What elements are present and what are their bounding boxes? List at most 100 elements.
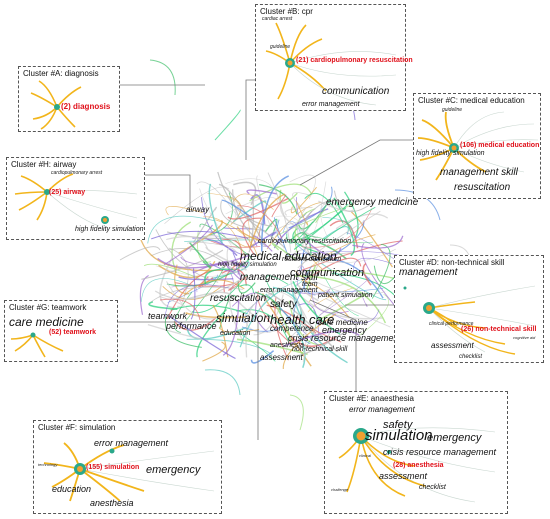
network-arc [301, 208, 373, 248]
cluster-g-graph [10, 332, 64, 358]
network-arc [329, 220, 359, 249]
cluster-h-label: cardiopulmonary arrest [51, 170, 103, 176]
network-arc [196, 181, 240, 220]
network-arc [236, 338, 308, 356]
network-arc [147, 215, 215, 244]
network-arc [204, 369, 241, 396]
network-arc [350, 211, 393, 268]
center-keyword: performance [166, 321, 217, 331]
cluster-h-highlight: (25) airway [49, 189, 86, 196]
cluster-b-label: guideline [270, 44, 291, 50]
network-arc [295, 288, 384, 293]
cluster-c-label: resuscitation [454, 182, 511, 193]
cluster-e-label: checklist [419, 484, 446, 491]
network-arc [319, 277, 370, 316]
network-arc [267, 172, 292, 253]
network-arc [371, 243, 391, 299]
connector-lines [118, 79, 413, 440]
network-arc [220, 239, 242, 268]
cluster-e-label: challenge [331, 487, 349, 492]
network-arcs [119, 59, 472, 441]
network-arc [164, 186, 230, 224]
network-arc [306, 264, 317, 290]
cluster-c-title: Cluster #C: medical education [418, 96, 525, 105]
cluster-d-label: assessment [431, 341, 474, 350]
center-keyword: resuscitation [210, 293, 267, 304]
network-arc [317, 250, 325, 266]
network-arc [256, 175, 271, 226]
center-keyword: airway [186, 205, 210, 214]
network-arc [168, 315, 236, 360]
network-arc [221, 268, 247, 286]
cluster-c-label: high fidelity simulation [416, 150, 485, 157]
cluster-f-title: Cluster #F: simulation [38, 423, 116, 432]
cluster-f-label: technology [38, 462, 58, 467]
network-arc [241, 310, 288, 334]
network-arc [157, 254, 250, 269]
network-arc [309, 280, 353, 297]
network-arc [155, 229, 219, 283]
network-arc [225, 196, 279, 215]
network-arc [301, 240, 403, 271]
center-keyword: education [220, 330, 251, 337]
cluster-b-box: Cluster #B: cpr cardiac arrest guideline… [255, 4, 413, 111]
network-arc [275, 290, 307, 362]
network-arc [188, 242, 212, 269]
network-arc [233, 193, 274, 210]
cluster-d-label: cognitive aid [513, 335, 536, 340]
cluster-e-box: Cluster #E: anaesthesia error management… [324, 391, 508, 514]
cluster-f-graph [43, 442, 215, 502]
cluster-a-box: Cluster #A: diagnosis (2) diagnosis [18, 66, 120, 132]
network-arc [335, 213, 389, 230]
cluster-h-title: Cluster #H: airway [11, 160, 77, 169]
network-arc [185, 312, 247, 319]
network-arc [234, 329, 276, 362]
network-arc [304, 193, 344, 224]
center-keyword: assessment [260, 353, 303, 362]
network-arc [249, 183, 312, 202]
network-arc [159, 298, 201, 321]
center-keyword: emergency medicine [326, 197, 419, 208]
cluster-f-label: anesthesia [90, 498, 134, 508]
network-arc [223, 260, 242, 280]
network-arc [261, 175, 290, 252]
cluster-b-graph [265, 22, 397, 106]
center-keyword: cardiopulmonary resuscitation [258, 238, 351, 245]
network-arc [294, 229, 304, 242]
network-arc [362, 262, 372, 286]
network-arc [166, 236, 209, 250]
network-arc [250, 350, 275, 364]
network-arc [305, 200, 338, 218]
center-keyword: teamwork [148, 311, 188, 321]
center-keyword: team [302, 281, 318, 288]
center-keyword: crisis resource management [288, 333, 402, 343]
center-keyword: emergency [322, 325, 367, 335]
network-arc [315, 208, 326, 224]
cluster-d-graph [403, 285, 536, 355]
cluster-d-label: checklist [459, 354, 483, 360]
network-arc [225, 178, 273, 188]
network-arc [149, 59, 176, 96]
network-arc [170, 304, 248, 315]
network-arc [252, 235, 273, 252]
cluster-h-graph [14, 173, 138, 227]
network-arc [241, 290, 279, 316]
network-arc [322, 226, 349, 240]
cluster-e-label: simulation [365, 427, 433, 444]
network-arc [215, 219, 258, 257]
cluster-e-label: error management [349, 405, 415, 414]
network-arc [282, 330, 360, 348]
network-arc [276, 219, 289, 242]
network-arc [174, 282, 236, 287]
center-keyword: communication [290, 267, 364, 279]
network-arc [227, 197, 289, 220]
network-arc [307, 287, 355, 313]
cluster-e-title: Cluster #E: anaesthesia [329, 394, 414, 403]
network-arc [151, 230, 249, 240]
network-arc [173, 316, 217, 331]
cluster-c-box: Cluster #C: medical education guideline … [413, 93, 541, 199]
network-arc [244, 217, 286, 249]
network-arc [166, 281, 220, 320]
